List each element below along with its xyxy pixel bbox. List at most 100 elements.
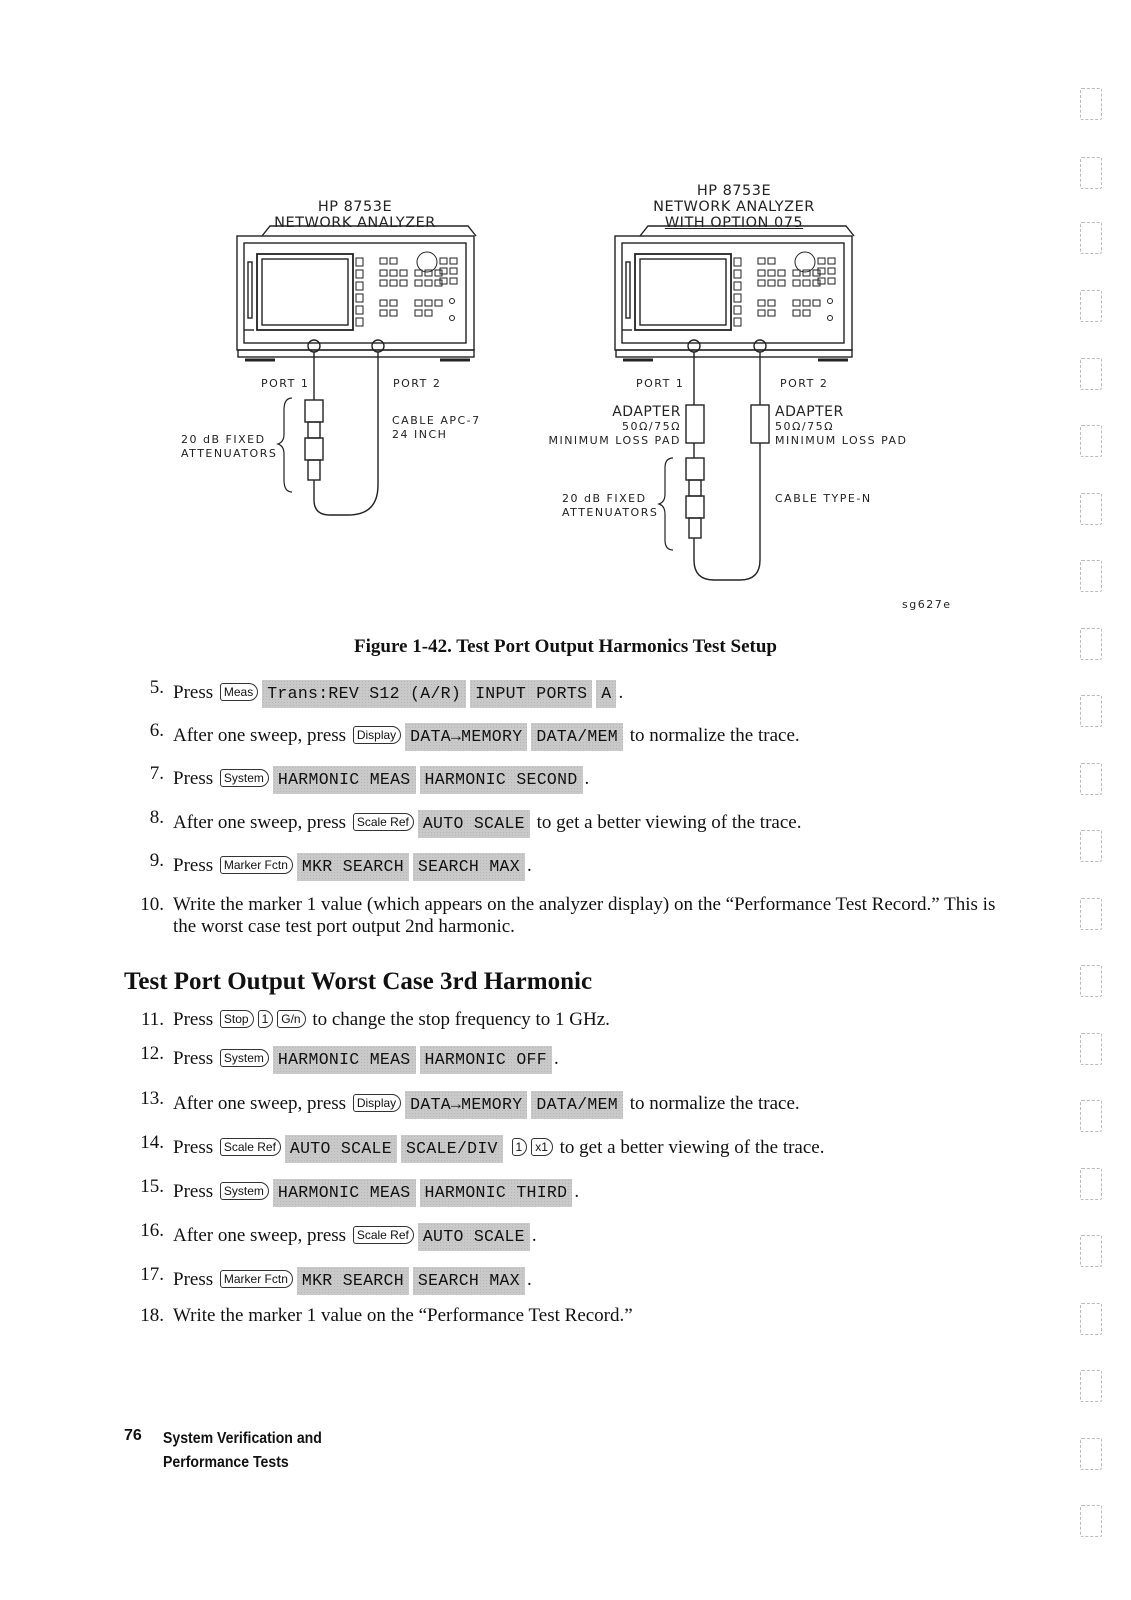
label-line: ADAPTER	[612, 404, 681, 420]
step-text: .	[618, 682, 624, 703]
label-line: MINIMUM LOSS PAD	[548, 434, 681, 447]
margin-tab-mark	[1080, 695, 1102, 727]
hardkey-scale-ref[interactable]: Scale Ref	[219, 1138, 281, 1156]
step-number: 8.	[149, 807, 164, 828]
step-text: After one sweep, press	[173, 1093, 347, 1114]
softkey-data-mem[interactable]: DATA/MEM	[531, 723, 624, 751]
label-line: 20 dB FIXED	[181, 433, 266, 446]
step-number: 5.	[149, 677, 164, 698]
softkey-search-max[interactable]: SEARCH MAX	[412, 853, 525, 881]
hardkey-1[interactable]: 1	[257, 1010, 274, 1028]
label-line: 50Ω/75Ω	[621, 420, 681, 433]
margin-tab-mark	[1080, 1303, 1102, 1335]
step-text: to normalize the trace.	[629, 725, 800, 746]
softkey-trans-rev-s12[interactable]: Trans:REV S12 (A/R)	[262, 680, 467, 708]
hardkey-marker-fctn[interactable]: Marker Fctn	[219, 856, 293, 874]
hardkey-1[interactable]: 1	[511, 1138, 528, 1156]
left-port2-label: PORT 2	[393, 377, 442, 390]
softkey-auto-scale[interactable]: AUTO SCALE	[284, 1135, 397, 1163]
hardkey-display[interactable]: Display	[352, 726, 402, 744]
margin-tab-mark	[1080, 88, 1102, 120]
softkey-harmonic-meas[interactable]: HARMONIC MEAS	[272, 1179, 416, 1207]
title-line: NETWORK ANALYZER	[274, 215, 436, 231]
softkey-data-to-memory[interactable]: DATA→MEMORY	[405, 1091, 528, 1119]
step-text: .	[526, 1269, 532, 1290]
margin-tab-mark	[1080, 560, 1102, 592]
softkey-input-ports[interactable]: INPUT PORTS	[470, 680, 593, 708]
softkey-data-mem[interactable]: DATA/MEM	[531, 1091, 624, 1119]
left-attenuator-1	[304, 399, 324, 423]
softkey-harmonic-meas[interactable]: HARMONIC MEAS	[272, 1046, 416, 1074]
left-analyzer-screen	[256, 253, 354, 331]
softkey-mkr-search[interactable]: MKR SEARCH	[296, 1267, 409, 1295]
margin-tab-mark	[1080, 1505, 1102, 1537]
test-setup-diagram	[236, 225, 855, 581]
softkey-auto-scale[interactable]: AUTO SCALE	[417, 1223, 530, 1251]
hardkey-x1[interactable]: x1	[531, 1138, 553, 1156]
softkey-search-max[interactable]: SEARCH MAX	[412, 1267, 525, 1295]
softkey-mkr-search[interactable]: MKR SEARCH	[296, 853, 409, 881]
right-adapter-right-label: ADAPTER 50Ω/75Ω MINIMUM LOSS PAD	[775, 405, 908, 448]
margin-tab-mark	[1080, 1235, 1102, 1267]
softkey-harmonic-second[interactable]: HARMONIC SECOND	[419, 766, 583, 794]
softkey-harmonic-meas[interactable]: HARMONIC MEAS	[272, 766, 416, 794]
right-attenuator-2	[685, 495, 705, 519]
label-line: ATTENUATORS	[562, 506, 659, 519]
hardkey-system[interactable]: System	[219, 1049, 269, 1067]
softkey-scale-div[interactable]: SCALE/DIV	[400, 1135, 503, 1163]
right-attenuators-label: 20 dB FIXED ATTENUATORS	[562, 492, 658, 520]
title-line: NETWORK ANALYZER	[653, 199, 815, 215]
margin-tab-mark	[1080, 290, 1102, 322]
label-line: ADAPTER	[775, 404, 844, 420]
softkey-data-to-memory[interactable]: DATA→MEMORY	[405, 723, 528, 751]
margin-tab-mark	[1080, 763, 1102, 795]
hardkey-display[interactable]: Display	[352, 1094, 402, 1112]
step-number: 16.	[140, 1220, 164, 1241]
right-cable-label: CABLE TYPE-N	[775, 492, 872, 505]
margin-tab-mark	[1080, 1438, 1102, 1470]
softkey-a[interactable]: A	[596, 680, 617, 708]
footer-section-title: System Verification and Performance Test…	[163, 1430, 322, 1471]
hardkey-g-n[interactable]: G/n	[277, 1010, 306, 1028]
step-text: After one sweep, press	[173, 1225, 347, 1246]
step-number: 7.	[149, 763, 164, 784]
softkey-auto-scale[interactable]: AUTO SCALE	[417, 810, 530, 838]
step-text: Press	[173, 1048, 214, 1069]
step-number: 18.	[140, 1305, 164, 1326]
softkey-harmonic-third[interactable]: HARMONIC THIRD	[419, 1179, 573, 1207]
hardkey-meas[interactable]: Meas	[219, 683, 259, 701]
step-number: 11.	[140, 1009, 164, 1030]
hardkey-marker-fctn[interactable]: Marker Fctn	[219, 1270, 293, 1288]
hardkey-scale-ref[interactable]: Scale Ref	[352, 1226, 414, 1244]
step-text: Press	[173, 1137, 214, 1158]
step-number: 15.	[140, 1176, 164, 1197]
step-text: Press	[173, 855, 214, 876]
left-analyzer-handle	[261, 225, 477, 237]
right-port1-label: PORT 1	[636, 377, 685, 390]
label-line: 50Ω/75Ω	[775, 420, 835, 433]
step-number: 9.	[149, 850, 164, 871]
page-number: 76	[124, 1427, 142, 1444]
hardkey-scale-ref[interactable]: Scale Ref	[352, 813, 414, 831]
step-text: Press	[173, 1009, 214, 1030]
left-attenuators-label: 20 dB FIXED ATTENUATORS	[181, 433, 277, 461]
softkey-harmonic-off[interactable]: HARMONIC OFF	[419, 1046, 552, 1074]
step-number: 12.	[140, 1043, 164, 1064]
hardkey-system[interactable]: System	[219, 769, 269, 787]
step-text: Write the marker 1 value (which appears …	[173, 894, 996, 937]
margin-tab-mark	[1080, 1168, 1102, 1200]
margin-tab-mark	[1080, 1033, 1102, 1065]
hardkey-stop[interactable]: Stop	[219, 1010, 254, 1028]
hardkey-system[interactable]: System	[219, 1182, 269, 1200]
step-number: 13.	[140, 1088, 164, 1109]
step-text: .	[584, 768, 590, 789]
label-line: 20 dB FIXED	[562, 492, 647, 505]
